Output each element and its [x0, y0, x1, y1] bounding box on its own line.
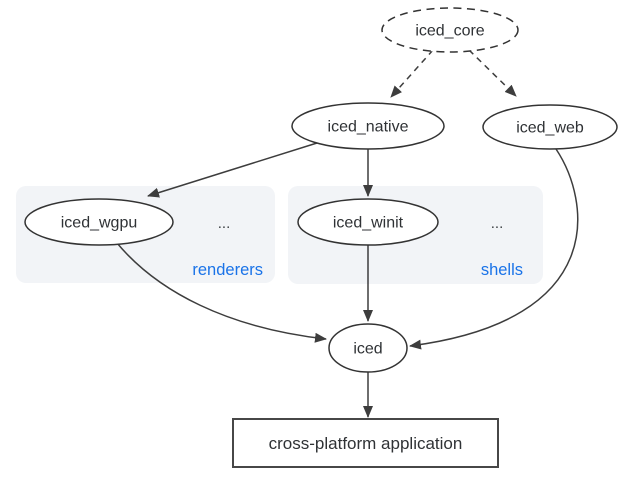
shells-group-label: shells [481, 261, 523, 279]
renderers-group-label: renderers [192, 261, 263, 279]
node-iced-core-label: iced_core [415, 23, 484, 40]
node-iced-label: iced [353, 341, 382, 358]
edge-iced-native-to-iced-wgpu [147, 142, 318, 198]
node-application-box [232, 418, 499, 468]
node-iced-native-label: iced_native [328, 119, 409, 136]
shells-ellipsis: ... [491, 215, 504, 232]
node-iced-winit-label: iced_winit [333, 215, 404, 232]
node-iced-wgpu-label: iced_wgpu [61, 215, 138, 232]
node-iced-core [381, 7, 519, 53]
renderers-ellipsis: ... [218, 215, 231, 232]
node-iced-native [291, 102, 445, 150]
edge-iced-core-to-iced-native [390, 49, 434, 98]
node-application-label: cross-platform application [269, 434, 463, 453]
node-iced-web-label: iced_web [516, 120, 584, 137]
node-iced-web [482, 104, 618, 150]
edge-iced-web-to-iced [409, 148, 579, 350]
edge-iced-core-to-iced-web [468, 49, 517, 97]
node-iced [328, 323, 408, 373]
node-iced-wgpu [24, 198, 174, 246]
node-iced-winit [297, 198, 439, 246]
edge-iced-wgpu-to-iced [116, 242, 327, 343]
